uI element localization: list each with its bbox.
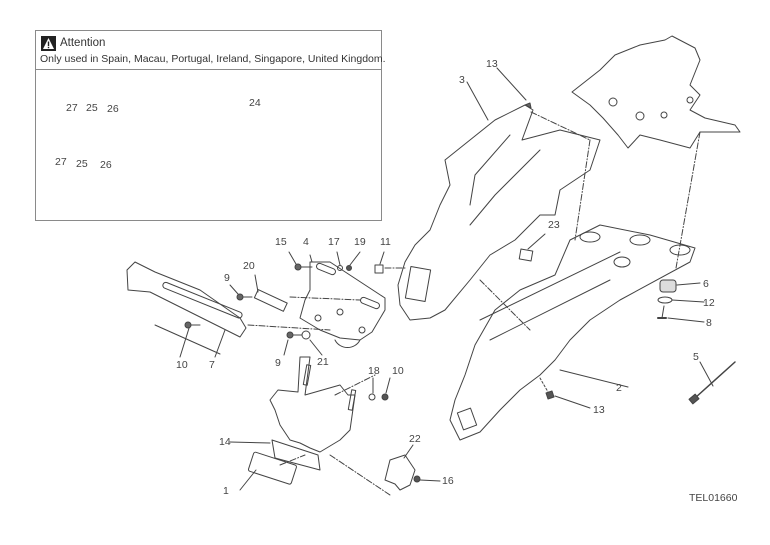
part-label-14: 14 [219, 436, 231, 448]
part-label-23: 23 [548, 219, 560, 231]
part-label-12: 12 [703, 297, 715, 309]
part-label: 24 [249, 97, 261, 109]
screw-part-15 [294, 263, 313, 271]
warning-triangle-icon [41, 36, 56, 51]
part-label-13: 13 [593, 404, 605, 416]
nut-part-10-right [381, 393, 389, 401]
nut-part-16 [413, 475, 421, 483]
part-label: 26 [107, 103, 119, 115]
part-label-1: 1 [223, 485, 229, 497]
part-label-5: 5 [693, 351, 699, 363]
part-label-4: 4 [303, 236, 309, 248]
part-label-18: 18 [368, 365, 380, 377]
part-label-20: 20 [243, 260, 255, 272]
attention-text: Only used in Spain, Macau, Portugal, Ire… [40, 53, 386, 65]
rear-hugger-part-2 [449, 224, 696, 441]
bracket-part-4 [283, 251, 406, 356]
part-label-8: 8 [706, 317, 712, 329]
clip-part-11 [374, 264, 384, 274]
clip-part-23 [518, 233, 546, 262]
part-label-11: 11 [380, 236, 391, 248]
part-label-3: 3 [459, 74, 465, 86]
screw-part-8 [657, 305, 705, 323]
part-label-13: 13 [486, 58, 498, 70]
part-label: 27 [55, 156, 67, 168]
plate-part-20 [229, 274, 361, 312]
washer-part-21 [301, 330, 311, 340]
plate-holder-part-14 [229, 356, 391, 471]
part-label-9: 9 [275, 357, 281, 369]
drawing-code: TEL01660 [689, 492, 738, 504]
part-label-17: 17 [328, 236, 340, 248]
part-label-7: 7 [209, 359, 215, 371]
attention-box: Attention Only used in Spain, Macau, Por… [35, 30, 386, 221]
screw-part-9-top [236, 293, 253, 301]
reflector-part-1 [239, 451, 306, 491]
part-label-22: 22 [409, 433, 421, 445]
attention-title: Attention [60, 37, 106, 49]
attention-header: Attention Only used in Spain, Macau, Por… [36, 31, 386, 70]
part-label: 25 [76, 158, 88, 170]
nut-part-19 [346, 265, 352, 271]
nut-part-13-bottom [539, 377, 591, 409]
part-label-2: 2 [616, 382, 622, 394]
part-label-6: 6 [703, 278, 709, 290]
part-label-21: 21 [317, 356, 329, 368]
screw-part-9-bottom [286, 331, 303, 339]
part-label-10: 10 [176, 359, 188, 371]
part-label-15: 15 [275, 236, 287, 248]
part-label-9: 9 [224, 272, 230, 284]
rubber-mount-part-6 [659, 279, 701, 293]
part-label: 25 [86, 102, 98, 114]
part-label-10: 10 [392, 365, 404, 377]
washer-part-18 [368, 393, 376, 401]
part-label-16: 16 [442, 475, 454, 487]
part-label: 26 [100, 159, 112, 171]
mudguard-part-3 [397, 67, 601, 321]
washer-part-17 [337, 265, 343, 271]
cable-tie-part-5 [688, 361, 736, 405]
part-label-19: 19 [354, 236, 366, 248]
washer-part-12 [657, 296, 705, 304]
screw-part-10-left [184, 321, 201, 329]
bracket-part-7 [126, 261, 331, 358]
cover-part-22 [329, 444, 441, 496]
part-label: 27 [66, 102, 78, 114]
